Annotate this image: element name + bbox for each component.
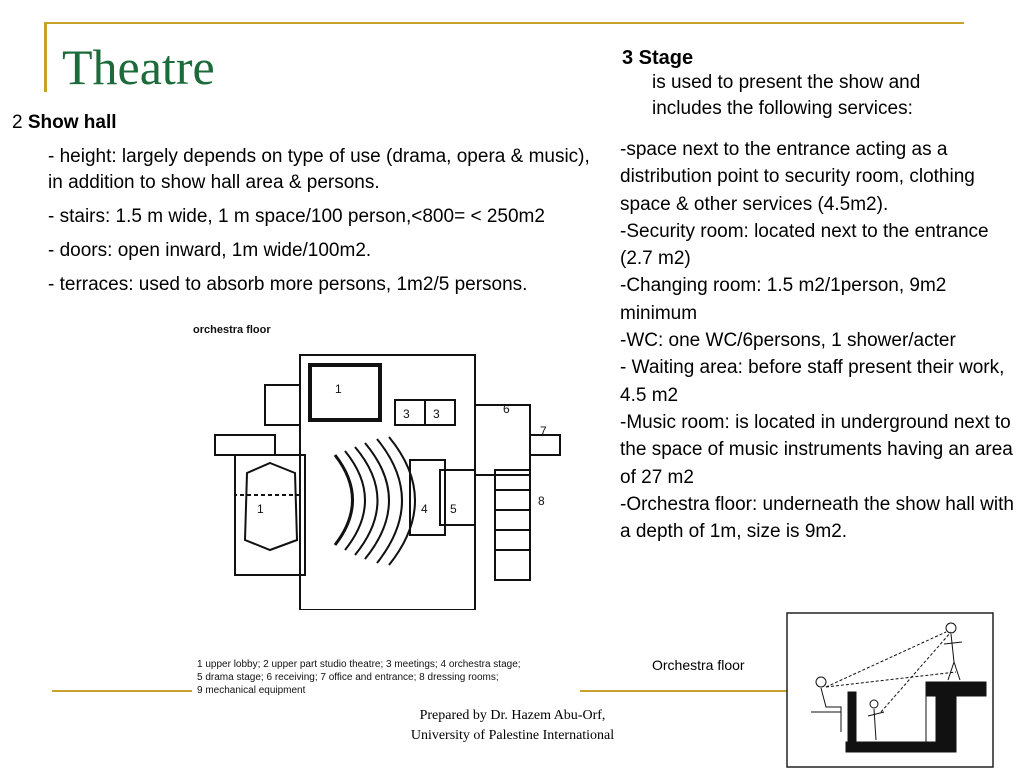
top-rule	[46, 22, 964, 24]
show-hall-label: Show hall	[27, 112, 117, 133]
orchestra-section-sketch	[786, 612, 994, 768]
room-1-lobby	[234, 454, 306, 576]
footer-line: University of Palestine International	[410, 728, 615, 743]
room-5	[439, 469, 476, 526]
plan-caption-line: 5 drama stage; 6 receiving; 7 office and…	[197, 672, 499, 683]
room-4	[409, 459, 446, 536]
plan-label: 5	[450, 502, 457, 516]
stage-item: -WC: one WC/6persons, 1 shower/acter	[620, 330, 956, 352]
stage-item: -Music room: is located in underground n…	[620, 411, 1013, 488]
show-hall-item: - height: largely depends on type of use…	[48, 146, 590, 193]
stage-item: -Security room: located next to the entr…	[620, 220, 989, 270]
stage-heading: 3 Stage is used to present the show and …	[622, 46, 1017, 122]
room-2	[308, 363, 382, 422]
footer-line: Prepared by Dr. Hazem Abu-Orf,	[419, 708, 606, 723]
room-8	[494, 469, 531, 581]
bottom-rule-left	[52, 690, 192, 692]
plan-label: 1	[335, 382, 342, 396]
show-hall-item: - terraces: used to absorb more persons,…	[48, 274, 528, 295]
plan-label: 3	[433, 407, 440, 421]
left-rule	[44, 22, 47, 92]
plan-label: 4	[421, 502, 428, 516]
footer-credit: Prepared by Dr. Hazem Abu-Orf, Universit…	[380, 706, 645, 746]
plan-label: 3	[403, 407, 410, 421]
stage-services-list: -space next to the entrance acting as a …	[620, 136, 1020, 545]
plan-title: orchestra floor	[193, 320, 271, 338]
show-hall-section: 2 Show hall - height: largely depends on…	[12, 110, 602, 306]
show-hall-heading: 2 Show hall	[12, 110, 602, 136]
stage-item: -space next to the entrance acting as a …	[620, 139, 975, 215]
plan-caption-line: 9 mechanical equipment	[197, 685, 306, 696]
plan-label: 6	[503, 402, 510, 416]
orchestra-floor-caption: Orchestra floor	[652, 657, 745, 673]
stage-description: is used to present the show and includes…	[652, 72, 921, 119]
show-hall-number: 2	[12, 112, 23, 133]
plan-title-text: orchestra floor	[193, 324, 271, 336]
slide-title: Theatre	[62, 39, 215, 95]
plan-label: 8	[538, 494, 545, 508]
plan-label: 7	[540, 424, 547, 438]
bottom-rule-right	[580, 690, 790, 692]
show-hall-item: - stairs: 1.5 m wide, 1 m space/100 pers…	[48, 206, 545, 227]
stage-item: -Orchestra floor: underneath the show ha…	[620, 493, 1014, 543]
room-left-top	[214, 434, 276, 456]
show-hall-item: - doors: open inward, 1m wide/100m2.	[48, 240, 372, 261]
room-side	[264, 384, 301, 426]
plan-caption: 1 upper lobby; 2 upper part studio theat…	[197, 658, 597, 697]
stage-title: 3 Stage	[622, 47, 694, 69]
floor-plan-drawing: 1 3 3 1 4 5 6 7 8	[214, 354, 561, 610]
stage-item: - Waiting area: before staff present the…	[620, 357, 1005, 406]
lobby-shape	[243, 461, 299, 552]
stage-item: -Changing room: 1.5 m2/1person, 9m2 mini…	[620, 275, 947, 324]
plan-caption-line: 1 upper lobby; 2 upper part studio theat…	[197, 659, 521, 670]
plan-label: 1	[257, 502, 264, 516]
